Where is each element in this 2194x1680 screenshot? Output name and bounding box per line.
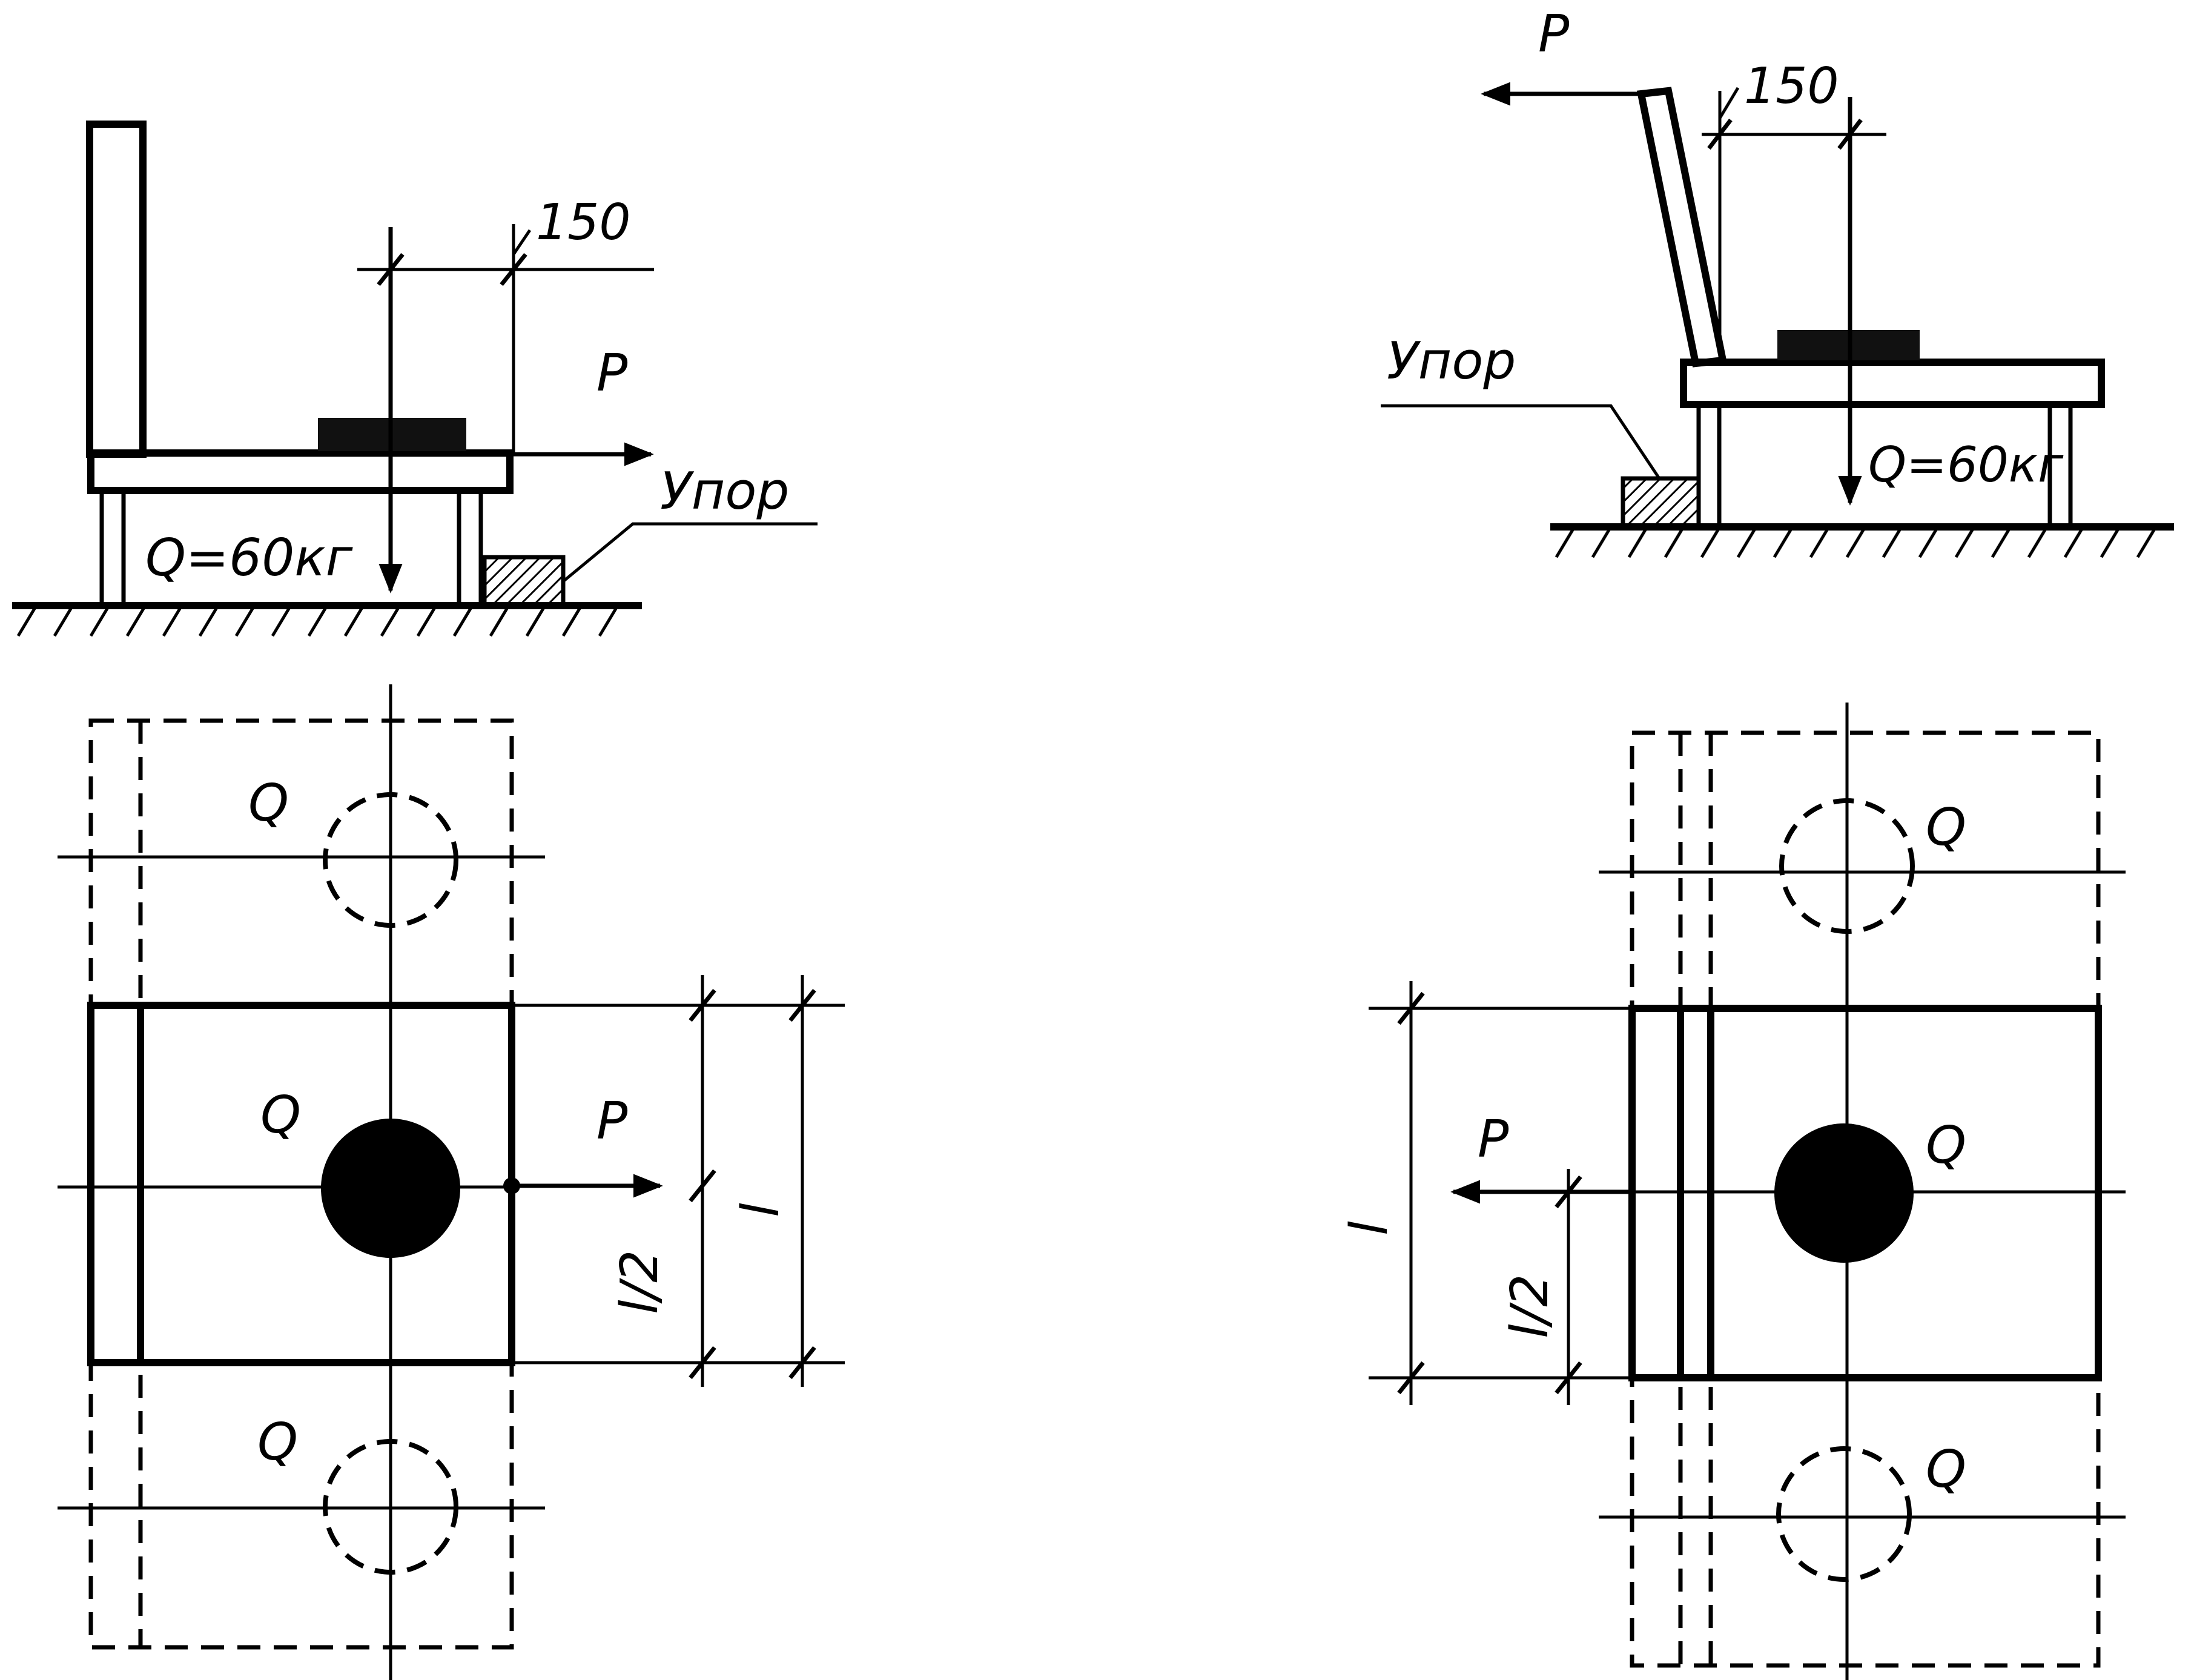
stop-label: Упор — [660, 461, 789, 521]
dim-tick — [788, 988, 816, 1022]
force-label: P — [1478, 1110, 1509, 1169]
load-label-center: Q — [260, 1085, 301, 1145]
load-label-center: Q — [1926, 1116, 1966, 1176]
left-side-view: 150 P Упор Q=60кг — [12, 121, 818, 637]
load-circle-top — [323, 792, 458, 928]
dim-tick — [1397, 1361, 1425, 1395]
load-label-top: Q — [1926, 798, 1966, 858]
dimension-label: 150 — [536, 194, 631, 251]
force-label: P — [1538, 4, 1570, 64]
length-label: l — [1340, 1221, 1399, 1235]
dim-tick — [500, 253, 527, 286]
front-leg — [99, 488, 126, 608]
rear-leg — [457, 488, 483, 608]
dim-tick — [689, 1169, 716, 1203]
load-label-bottom: Q — [257, 1412, 298, 1472]
load-circle-bottom — [1776, 1446, 1912, 1582]
dim-tick — [1707, 118, 1733, 150]
dim-leader — [1718, 87, 1740, 119]
dim-tick — [377, 253, 405, 286]
dim-tick — [689, 988, 716, 1022]
dim-leader — [512, 229, 532, 256]
dim-tick — [689, 1346, 716, 1380]
load-circle-center — [321, 1119, 460, 1258]
load-circle-top — [1779, 798, 1915, 934]
load-circle-center — [1774, 1123, 1914, 1263]
backrest — [86, 121, 147, 458]
backrest — [1636, 87, 1728, 368]
load-label-top: Q — [248, 773, 289, 833]
right-plan-view: Q Q Q P l l/2 — [1340, 703, 2126, 1680]
dimension-label: 150 — [1744, 58, 1839, 115]
ground-hatching — [1555, 526, 2158, 558]
force-label: P — [596, 343, 628, 403]
front-leg — [1696, 402, 1722, 529]
stop-block — [482, 555, 566, 608]
dim-tick — [1555, 1361, 1582, 1395]
stop-block — [1621, 476, 1701, 529]
half-length-label: l/2 — [1500, 1274, 1560, 1338]
half-length-label: l/2 — [610, 1250, 670, 1314]
seat — [1680, 359, 2105, 408]
load-label-bottom: Q — [1926, 1440, 1966, 1500]
dim-tick — [1555, 1175, 1582, 1209]
force-label: P — [596, 1091, 628, 1151]
left-plan-view: Q Q Q P l/2 l — [58, 684, 845, 1680]
rear-leg — [2047, 402, 2073, 529]
stop-leader — [1381, 404, 1661, 480]
length-label: l — [731, 1203, 791, 1217]
stop-label: Упор — [1387, 331, 1516, 391]
dim-tick — [1397, 991, 1425, 1025]
dim-tick — [788, 1346, 816, 1380]
ground-hatching — [16, 604, 620, 637]
stop-leader — [562, 522, 818, 583]
dim-tick — [1837, 118, 1863, 150]
load-circle-bottom — [323, 1439, 458, 1575]
seat — [87, 449, 514, 494]
load-label: Q=60кг — [145, 528, 354, 588]
load-label: Q=60кг — [1868, 437, 2064, 493]
right-side-view: 150 P Упор Q=60кг — [1381, 4, 2174, 558]
